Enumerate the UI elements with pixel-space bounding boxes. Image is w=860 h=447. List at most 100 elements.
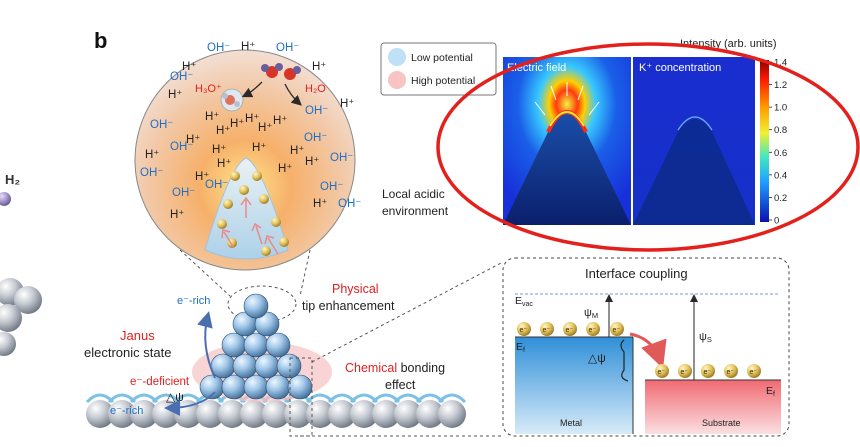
oh-ion-label: OH⁻ [170,141,193,153]
h-ion-label: H⁺ [182,61,196,73]
electron-label: e⁻ [681,369,689,376]
h-ion-label: H⁺ [170,209,184,221]
substrate-atom [218,400,246,428]
oh-ion-label: OH⁻ [304,132,327,144]
colorbar-tick-label: 0.4 [774,170,787,181]
electronic-state-label: electronic state [84,345,171,360]
h-ion-label: H⁺ [230,118,244,130]
interface-coupling-panel: Interface coupling Evac Ef Ef ψM ψS △ψ e… [289,257,790,437]
cluster-atom [265,332,291,358]
substrate-atom [372,400,400,428]
effect-label: effect [385,378,416,392]
magnify-connectors [179,249,311,323]
oh-ion-label: OH⁻ [330,152,353,164]
h-ion-label: H⁺ [217,158,231,170]
electron-label: e⁻ [658,369,666,376]
colorbar-tick-label: 1.0 [774,103,787,114]
h-ion-label: H⁺ [312,61,326,73]
colorbar-tick-label: 0.2 [774,193,787,204]
delta-psi-left-label: △ψ [166,390,184,404]
cluster-atom [276,353,302,379]
substrate-label: Substrate [702,418,741,428]
chemical-bonding-label: Chemical bonding [345,361,445,375]
electron-label: e⁻ [613,327,621,334]
ef-right-label: Ef [766,385,775,398]
substrate-atom [306,400,334,428]
cluster-atom [254,353,280,379]
cluster-atom [232,353,258,379]
electron-label: e⁻ [589,327,597,334]
h-ion-label: H⁺ [241,41,255,53]
electron-icon [724,364,738,378]
h-ion-label: H⁺ [145,149,159,161]
interface-title: Interface coupling [585,266,688,281]
h-ion-label: H⁺ [186,134,200,146]
interface-electrons: e⁻e⁻e⁻e⁻e⁻e⁻e⁻e⁻e⁻e⁻ [517,322,761,378]
left-balls-decoration [0,278,42,356]
highlight-oval [436,42,860,252]
delta-psi-right-label: △ψ [588,351,606,365]
cluster-atom [254,311,280,337]
heatmap-panels: Electric field K⁺ concentration 1.41.21.… [503,38,787,227]
h2-molecule-icon [0,192,11,206]
substrate-atom [416,400,444,428]
zoom-connectors [289,261,504,437]
e-rich-bottom-label: e⁻-rich [110,405,143,417]
oh-ion-label: OH⁻ [207,42,230,54]
cluster-atom [243,374,269,400]
metal-label: Metal [560,418,582,428]
oh-ion-label: OH⁻ [276,42,299,54]
field-arrows [534,82,600,116]
substrate-atom [394,400,422,428]
electron-label: e⁻ [750,369,758,376]
substrate-atom [86,400,114,428]
reaction-arrows [241,81,302,106]
oh-ion-label: OH⁻ [150,119,173,131]
substrate-atom [284,400,312,428]
ef-label: Ef [516,341,525,354]
panel-k-concentration-label: K⁺ concentration [639,62,721,74]
electron-label: e⁻ [520,327,528,334]
panel-letter: b [94,28,107,53]
cluster-atom [221,332,247,358]
cone-up-arrows [221,196,279,255]
h-ion-label: H⁺ [273,115,287,127]
colorbar-tick-label: 1.2 [774,80,787,91]
electron-icon [655,364,669,378]
legend-high-label: High potential [411,75,475,87]
oh-ion-label: OH⁻ [305,105,328,117]
cluster-atom [243,293,269,319]
cone-electrons [217,171,289,256]
electron-icon [678,364,692,378]
oh-ion-label: OH⁻ [205,179,228,191]
ion-labels: OH⁻OH⁻OH⁻OH⁻OH⁻OH⁻OH⁻OH⁻OH⁻OH⁻OH⁻OH⁻OH⁻H… [140,41,361,221]
substrate-atom [350,400,378,428]
oh-ion-label: OH⁻ [338,198,361,210]
legend-low-label: Low potential [411,52,473,64]
surface-highlight [437,393,467,404]
colorbar-tick-label: 0 [774,216,779,227]
h-ion-label: H⁺ [205,111,219,123]
substrate-atom [196,400,224,428]
e-deficient-label: e⁻-deficient [130,376,190,388]
electron-icon [701,364,715,378]
h-ion-label: H⁺ [216,125,230,137]
electron-label: e⁻ [727,369,735,376]
electron-icon [563,322,577,336]
evac-label: Evac [515,295,533,308]
h-ion-label: H⁺ [252,142,266,154]
janus-label: Janus [120,328,155,343]
oh-ion-label: OH⁻ [172,187,195,199]
colorbar-tick-label: 1.4 [774,58,787,69]
substrate-atom [438,400,466,428]
electron-icon [747,364,761,378]
h-ion-label: H⁺ [305,156,319,168]
h-ion-label: H⁺ [195,171,209,183]
substrate-atom [130,400,158,428]
electron-transfer-arrow-icon [629,332,667,369]
psi-s-label: ψS [699,331,712,344]
cluster-atom [287,374,313,400]
oh-ion-label: OH⁻ [320,181,343,193]
h2-label: H₂ [5,172,20,187]
